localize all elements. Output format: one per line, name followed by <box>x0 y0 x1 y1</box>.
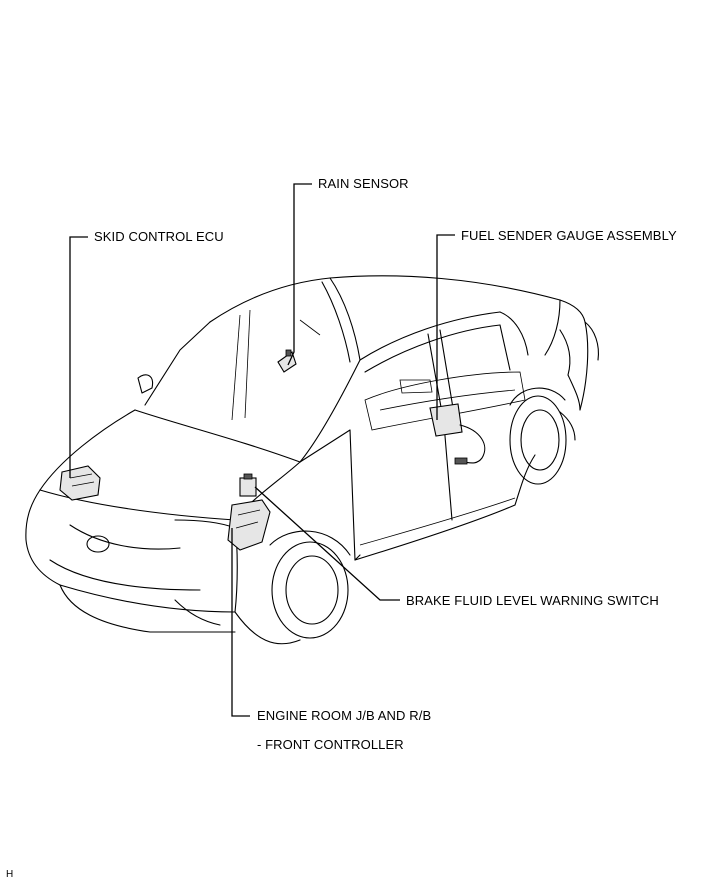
leader-lines <box>69 183 455 717</box>
skid-control-ecu-part <box>59 465 101 501</box>
front-controller-label: - FRONT CONTROLLER <box>257 737 404 752</box>
fuel-sender-gauge-part <box>429 403 486 465</box>
figure-code: H <box>6 869 14 880</box>
fuel-sender-gauge-label: FUEL SENDER GAUGE ASSEMBLY <box>461 228 677 243</box>
engine-room-jb-label: ENGINE ROOM J/B AND R/B <box>257 708 432 723</box>
skid-control-ecu-label: SKID CONTROL ECU <box>94 229 224 244</box>
rain-sensor-label: RAIN SENSOR <box>318 176 409 191</box>
brake-fluid-switch-label: BRAKE FLUID LEVEL WARNING SWITCH <box>406 593 659 608</box>
engine-room-jb-part <box>227 499 271 551</box>
brake-fluid-switch-part <box>239 473 257 497</box>
car-body <box>25 275 599 645</box>
